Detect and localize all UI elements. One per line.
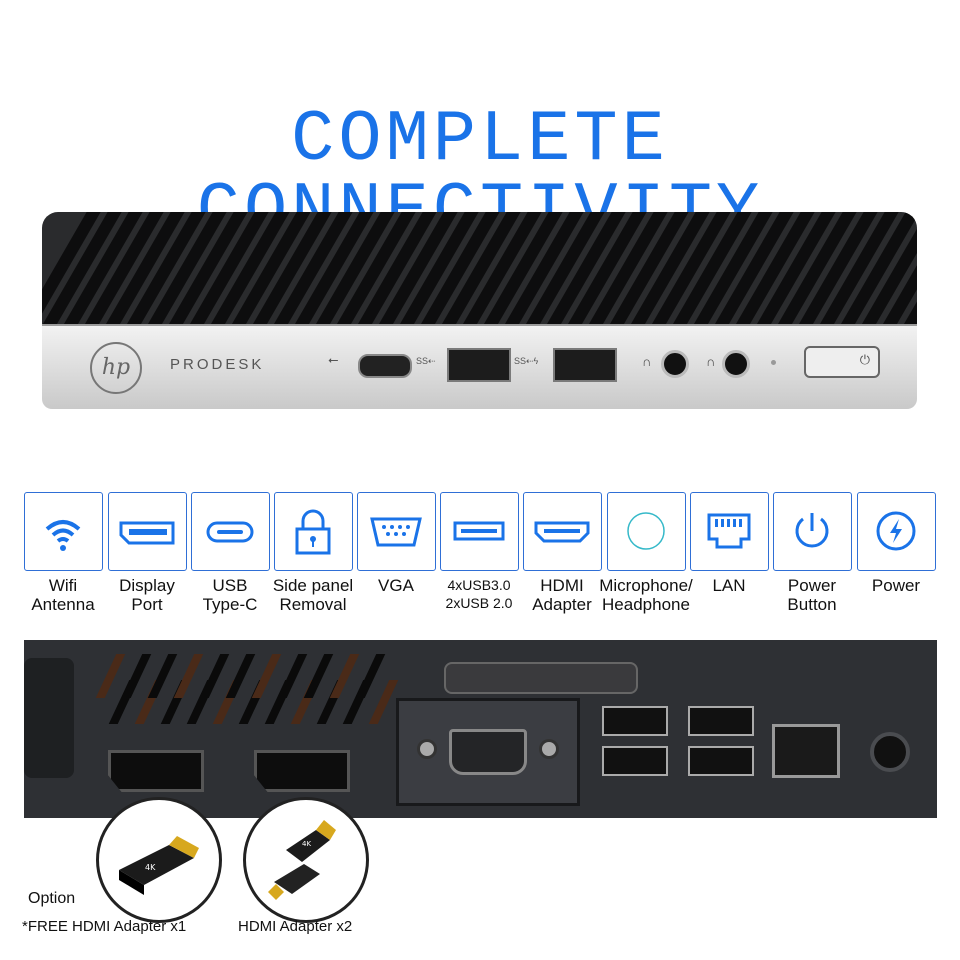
lan-icon [707, 513, 751, 549]
adapter-badge-text-2: 4K [302, 840, 311, 848]
side-panel-release-slider [444, 662, 638, 694]
model-name: PRODESK [170, 356, 265, 373]
feature-tile-lan [690, 492, 769, 571]
rear-lan-port [772, 724, 840, 778]
feature-tile-power-bolt [857, 492, 936, 571]
vga-screw-left [417, 739, 437, 759]
adapter2-caption: HDMI Adapter x2 [238, 918, 353, 935]
rear-vent-slot [368, 680, 399, 724]
feature-tile-vga [357, 492, 436, 571]
headset-jack [722, 350, 750, 378]
feature-tile-usb-a [440, 492, 519, 571]
usb-c-icon [206, 521, 254, 543]
rear-usb-port-4 [688, 746, 754, 776]
feature-tile-displayport [108, 492, 187, 571]
adapter1-caption: *FREE HDMI Adapter x1 [22, 918, 187, 935]
hdmi-adapter-pair-image: 4K [243, 797, 369, 923]
rear-displayport-1 [108, 750, 204, 792]
vga-port [449, 729, 527, 775]
rear-usb-port-3 [688, 706, 754, 736]
headphone-symbol-icon: ∩ [642, 354, 652, 369]
vga-icon [370, 517, 422, 547]
headset-symbol-icon: ∩ [706, 354, 716, 369]
rear-antenna-mount [24, 658, 74, 778]
feature-tile-usb-c [191, 492, 270, 571]
rear-displayport-2 [254, 750, 350, 792]
vga-option-plate [396, 698, 580, 806]
rear-power-input [870, 732, 910, 772]
power-symbol-icon: ⏻ [859, 352, 870, 367]
wifi-icon [45, 520, 81, 551]
feature-tile-audio-jack [607, 492, 686, 571]
power-button: ⏻ [804, 346, 880, 378]
feature-label: HDMI Adapter [532, 576, 592, 614]
feature-label: Side panel Removal [272, 576, 354, 614]
rear-vent-slot [329, 654, 360, 698]
rear-vent-slot [277, 654, 308, 698]
front-usb-a-port-2 [553, 348, 617, 382]
power-button-icon [795, 513, 829, 548]
rear-vent-slot [173, 654, 204, 698]
feature-label: Microphone/ Headphone [599, 576, 693, 614]
rear-vent-slot [95, 654, 126, 698]
feature-label: Wifi Antenna [31, 576, 95, 614]
feature-tile-hdmi [523, 492, 602, 571]
usb-a-icon [453, 521, 505, 541]
activity-led [771, 360, 776, 365]
front-vent-grille [42, 212, 917, 324]
adapter-badge-text: 4K [145, 863, 156, 872]
usb-symbol-icon: ⭠ [328, 352, 339, 367]
rear-vent-slot [121, 654, 152, 698]
feature-tile-wifi [24, 492, 103, 571]
rear-usb-port-1 [602, 706, 668, 736]
rear-vent-slot [199, 654, 230, 698]
front-usb-a-port-1 [447, 348, 511, 382]
displayport-hdmi-adapter-image: 4K [96, 797, 222, 923]
option-heading: Option [28, 890, 76, 907]
rear-vent-slot [251, 654, 282, 698]
superspeed-icon: SS⇠ [416, 356, 436, 366]
rear-usb-port-2 [602, 746, 668, 776]
rear-vent-slot [303, 654, 334, 698]
power-bolt-icon [876, 511, 916, 551]
front-usb-c-port [358, 354, 412, 378]
feature-label: Power [871, 576, 921, 595]
rear-vent-slot [225, 654, 256, 698]
rear-vent-slot [147, 654, 178, 698]
feature-label: USB Type-C [202, 576, 258, 614]
vga-screw-right [539, 739, 559, 759]
headphone-jack [661, 350, 689, 378]
hp-logo: hp [90, 342, 142, 394]
feature-label: LAN [712, 576, 746, 595]
pc-front-view: hp PRODESK ⭠ SS⇠ SS⇠ϟ ∩ ∩ ⏻ [42, 212, 917, 409]
feature-tile-power-button [773, 492, 852, 571]
feature-tile-lock [274, 492, 353, 571]
pc-rear-view [24, 640, 937, 818]
audio-jack-icon [627, 512, 665, 550]
front-panel: hp PRODESK ⭠ SS⇠ SS⇠ϟ ∩ ∩ ⏻ [42, 324, 917, 409]
feature-label: VGA [378, 576, 414, 595]
feature-label: Power Button [787, 576, 837, 614]
hdmi-icon [534, 521, 590, 543]
displayport-icon [119, 521, 175, 545]
feature-label: Display Port [119, 576, 175, 614]
feature-label: 4xUSB3.0 2xUSB 2.0 [445, 577, 513, 611]
superspeed-charge-icon: SS⇠ϟ [514, 356, 539, 366]
rear-vent-slot [355, 654, 386, 698]
lock-icon [295, 509, 331, 555]
